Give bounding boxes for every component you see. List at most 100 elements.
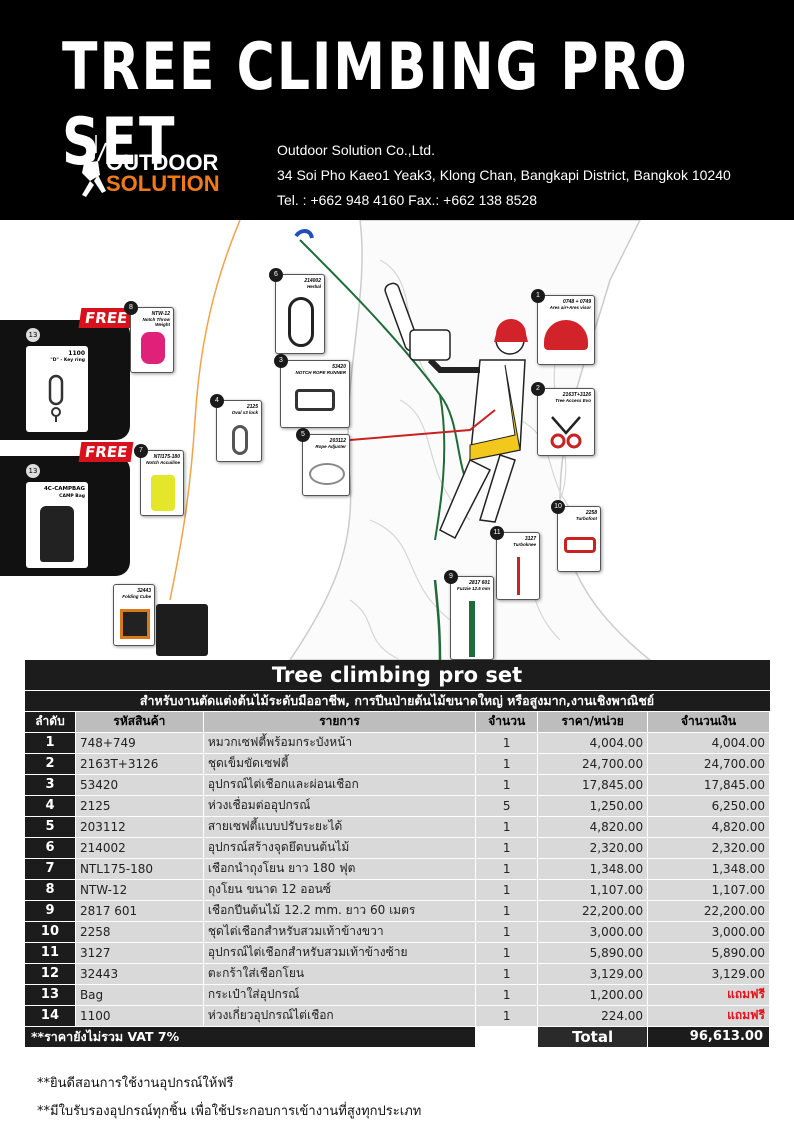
callout-number: 10 (551, 500, 565, 514)
row-qty: 1 (475, 878, 539, 901)
row-code: 748+749 (74, 731, 204, 754)
callout-number: 9 (444, 570, 458, 584)
callout-climbing-rope: 9 2817 601 Fuzzie 12.5 mm (444, 570, 494, 660)
row-number: 6 (24, 836, 76, 859)
row-code: 214002 (74, 836, 204, 859)
callout-number: 6 (269, 268, 283, 282)
item-sub: Rope Adjuster (315, 444, 346, 449)
item-sub: Fuzzie 12.5 mm (456, 586, 490, 591)
row-price: 4,004.00 (537, 731, 649, 754)
row-code: 203112 (74, 815, 204, 838)
throw-bag-icon (141, 332, 165, 364)
callout-number: 5 (296, 428, 310, 442)
rope-bag-image (156, 604, 208, 656)
row-code: NTW-12 (74, 878, 204, 901)
row-qty: 1 (475, 836, 539, 859)
row-qty: 1 (475, 920, 539, 943)
row-amount: 17,845.00 (647, 773, 770, 796)
callout-turbofoot: 10 2258 Turbofoot (551, 500, 601, 572)
row-item: กระเป๋าใส่อุปกรณ์ (202, 983, 477, 1006)
table-footer-row: **ราคายังไม่รวม VAT 7% Total 96,613.00 (23, 1025, 770, 1048)
item-code: 3127 (524, 536, 536, 542)
item-sub: Notch Throw Weight (142, 317, 171, 327)
knee-ascender-icon (517, 557, 520, 595)
row-code: 2163T+3126 (74, 752, 204, 775)
row-qty: 5 (475, 794, 539, 817)
row-price: 5,890.00 (537, 941, 649, 964)
callout-herbal: 6 214002 Herbal (269, 268, 325, 354)
row-code: 2125 (74, 794, 204, 817)
row-price: 1,200.00 (537, 983, 649, 1006)
row-qty: 1 (475, 752, 539, 775)
row-code: Bag (74, 983, 204, 1006)
item-sub: Oval x3 lock (231, 410, 258, 415)
item-code: 2817 601 (469, 580, 490, 586)
row-code: 2258 (74, 920, 204, 943)
foot-ascender-icon (564, 537, 596, 553)
row-qty: 1 (475, 983, 539, 1006)
callout-number: 8 (124, 301, 138, 315)
callout-number: 13 (26, 464, 40, 478)
row-number: 3 (24, 773, 76, 796)
anchor-sling-icon (288, 297, 314, 347)
row-qty: 1 (475, 899, 539, 922)
footer-spacer (475, 1026, 538, 1047)
row-code: NTL175-180 (74, 857, 204, 880)
row-code: 53420 (74, 773, 204, 796)
item-sub: CAMP Bag (59, 494, 85, 499)
company-logo: OUTDOOR SOLUTION (76, 135, 256, 210)
row-price: 3,129.00 (537, 962, 649, 985)
price-table: Tree climbing pro set สำหรับงานตัดแต่งต้… (23, 660, 770, 1048)
row-qty: 1 (475, 941, 539, 964)
callout-turboknee: 11 3127 Turboknee (490, 526, 540, 600)
row-amount: 2,320.00 (647, 836, 770, 859)
callout-number: 2 (531, 382, 545, 396)
footer-notes: **ยินดีสอนการใช้งานอุปกรณ์ให้ฟรี **มีใบร… (37, 1070, 421, 1126)
oval-carabiner-icon (232, 425, 248, 455)
callout-carabiner: 4 2125 Oval x3 lock (210, 394, 262, 462)
total-value: 96,613.00 (647, 1025, 770, 1048)
row-price: 24,700.00 (537, 752, 649, 775)
callout-number: 11 (490, 526, 504, 540)
callout-number: 7 (134, 444, 148, 458)
item-sub: Tree Access Evo (555, 398, 591, 403)
free-card-camp-bag: 13 4C-CAMPBAG CAMP Bag (0, 456, 130, 576)
row-number: 7 (24, 857, 76, 880)
table-title: Tree climbing pro set (24, 660, 770, 690)
row-item: อุปกรณ์ไต่เชือกสำหรับสวมเท้าข้างซ้าย (202, 941, 477, 964)
row-amount: 24,700.00 (647, 752, 770, 775)
helmet-icon (544, 320, 588, 350)
item-sub: NOTCH ROPE RUNNER (295, 370, 346, 375)
row-item: อุปกรณ์ไต่เชือกและผ่อนเชือก (202, 773, 477, 796)
throw-line-spool-icon (151, 475, 175, 511)
note-line: **มีใบรับรองอุปกรณ์ทุกชิ้น เพื่อใช้ประกอ… (37, 1104, 422, 1119)
company-info: Outdoor Solution Co.,Ltd. 34 Soi Pho Kae… (277, 138, 731, 213)
row-amount: 3,000.00 (647, 920, 770, 943)
item-sub: "D" - Key ring (50, 358, 85, 363)
row-qty: 1 (475, 857, 539, 880)
total-label: Total (537, 1025, 649, 1048)
callout-rope-runner: 3 53420 NOTCH ROPE RUNNER (274, 354, 350, 428)
row-price: 2,320.00 (537, 836, 649, 859)
row-qty: 1 (475, 815, 539, 838)
camp-bag-image: 4C-CAMPBAG CAMP Bag (26, 482, 88, 568)
rope-adjuster-icon (309, 463, 345, 485)
callout-number: 4 (210, 394, 224, 408)
row-item: ถุงโยน ขนาด 12 ออนซ์ (202, 878, 477, 901)
item-sub: Folding Cube (122, 594, 151, 599)
logo-word-solution: SOLUTION (106, 171, 220, 196)
row-number: 5 (24, 815, 76, 838)
carabiner-key-ring-icon (48, 374, 64, 422)
row-qty: 1 (475, 773, 539, 796)
